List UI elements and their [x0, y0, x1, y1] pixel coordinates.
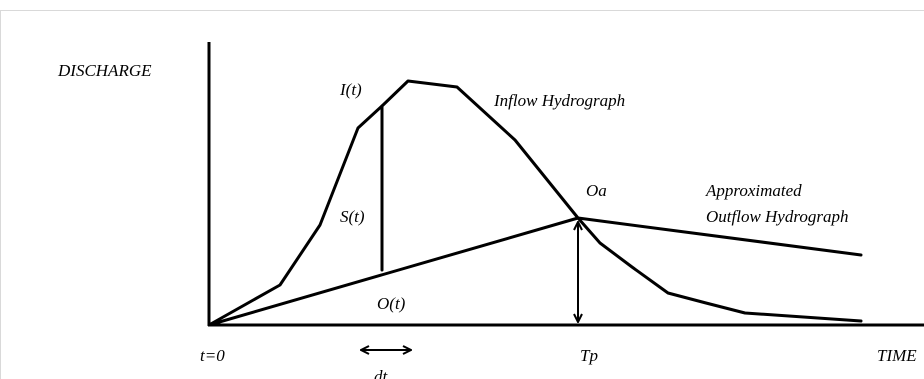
- x-axis-label: TIME: [877, 346, 917, 365]
- approx-outflow-label-line1: Approximated: [705, 181, 802, 200]
- inflow-at-t-label: I(t): [339, 80, 362, 99]
- time-step-label: dt: [374, 367, 389, 379]
- storage-at-t-label: S(t): [340, 207, 365, 226]
- approx-outflow-label-line2: Outflow Hydrograph: [706, 207, 848, 226]
- outflow-peak-label: Oa: [586, 181, 607, 200]
- inflow-hydrograph-curve: [207, 79, 863, 327]
- inflow-hydrograph-label: Inflow Hydrograph: [493, 91, 625, 110]
- figure-frame: [0, 10, 924, 379]
- y-axis-label: DISCHARGE: [57, 61, 152, 80]
- outflow-rising-line: [207, 216, 580, 327]
- approx-outflow-recession-line: [576, 216, 863, 257]
- outflow-at-t-label: O(t): [377, 294, 406, 313]
- time-origin-label: t=0: [200, 346, 225, 365]
- time-to-peak-label: Tp: [580, 346, 598, 365]
